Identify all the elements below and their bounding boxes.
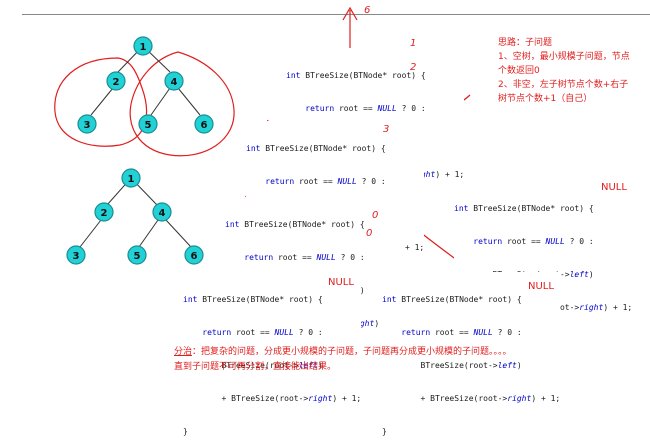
tree-bottom-node-2: 2 <box>94 202 114 222</box>
idea-notes: 思路：子问题 1、空树，最小规模子问题，节点 个数返回0 2、非空，左子树节点个… <box>498 36 630 106</box>
svg-text:6: 6 <box>201 120 208 131</box>
svg-text:3: 3 <box>73 251 80 262</box>
svg-text:1: 1 <box>128 174 135 185</box>
tree-top-node-5: 5 <box>138 114 158 134</box>
idea-title: 思路：子问题 <box>498 38 553 48</box>
mark-6: 6 <box>364 5 371 16</box>
null-label-block-6: NULL <box>528 281 554 292</box>
top-divider <box>22 14 650 15</box>
mark-3: 3 <box>383 124 390 135</box>
svg-text:5: 5 <box>145 120 152 131</box>
null-label-block-5: NULL <box>328 277 354 288</box>
tree-top-node-2: 2 <box>106 71 126 91</box>
summary-text: 分治：把复杂的问题，分成更小规模的子问题，子问题再分成更小规模的子问题。。。。 … <box>174 345 512 375</box>
tree-top-node-3: 3 <box>77 114 97 134</box>
null-label-block-4: NULL <box>601 182 627 193</box>
idea-1a: 1、空树，最小规模子问题，节点 <box>498 52 630 62</box>
subtree-circle-right <box>129 51 235 157</box>
tree-top: 1 2 4 3 5 6 <box>77 36 214 134</box>
svg-text:5: 5 <box>134 251 141 262</box>
idea-2b: 树节点个数+1（自己） <box>498 94 593 104</box>
svg-text:3: 3 <box>84 120 91 131</box>
tree-bottom-node-6: 6 <box>184 245 204 265</box>
mark-0b: 0 <box>366 228 373 239</box>
tree-bottom-node-4: 4 <box>152 202 172 222</box>
svg-text:4: 4 <box>159 208 166 219</box>
svg-text:2: 2 <box>113 77 120 88</box>
svg-text:6: 6 <box>191 251 198 262</box>
tree-top-node-6: 6 <box>194 114 214 134</box>
summary-line-2: 直到子问题不可再分割，直接能出结果。 <box>174 362 337 372</box>
svg-text:4: 4 <box>171 77 178 88</box>
tree-bottom: 1 2 4 3 5 6 <box>66 168 204 265</box>
tree-top-node-1: 1 <box>133 36 153 56</box>
subtree-circle-left <box>54 57 148 147</box>
tree-top-node-4: 4 <box>164 71 184 91</box>
summary-line-1: 分治：把复杂的问题，分成更小规模的子问题，子问题再分成更小规模的子问题。。。。 <box>174 347 512 357</box>
tree-bottom-node-3: 3 <box>66 245 86 265</box>
idea-2a: 2、非空，左子树节点个数+右子 <box>498 80 629 90</box>
tree-bottom-node-5: 5 <box>127 245 147 265</box>
mark-2: 2 <box>410 62 417 73</box>
tree-bottom-edges <box>79 177 192 248</box>
idea-1b: 个数返回0 <box>498 66 540 76</box>
tree-bottom-node-1: 1 <box>121 168 141 188</box>
svg-text:2: 2 <box>101 208 108 219</box>
mark-1: 1 <box>410 38 417 49</box>
svg-text:1: 1 <box>140 42 147 53</box>
mark-0a: 0 <box>372 210 379 221</box>
